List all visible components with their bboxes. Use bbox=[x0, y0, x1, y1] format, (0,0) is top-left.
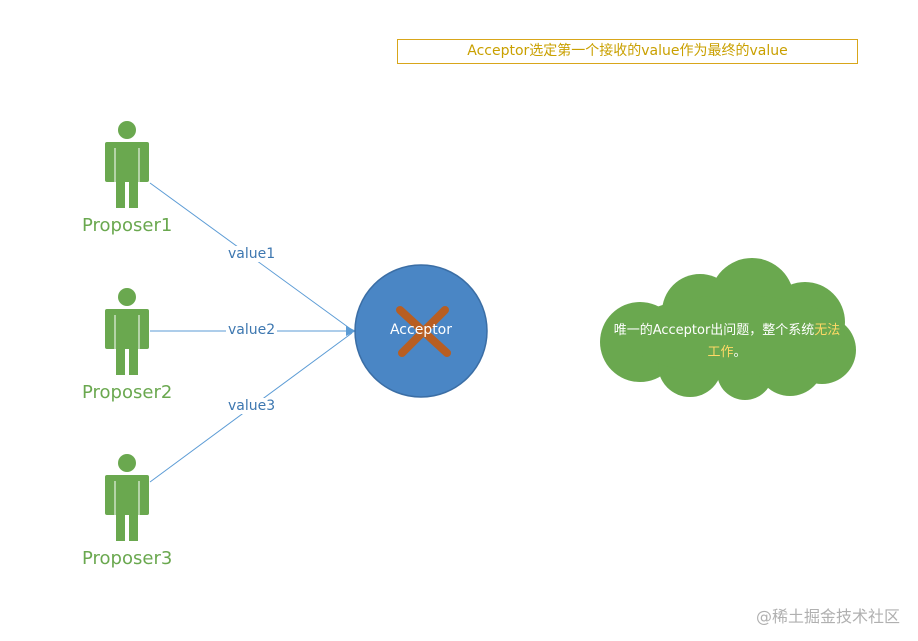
value3-label: value3 bbox=[226, 398, 278, 414]
person-icon bbox=[105, 121, 149, 208]
acceptor-label: Acceptor bbox=[389, 322, 453, 338]
person-icon bbox=[105, 288, 149, 375]
person-icon bbox=[105, 454, 149, 541]
proposer1-label: Proposer1 bbox=[82, 215, 173, 236]
cloud-shape bbox=[600, 258, 856, 400]
arrowhead bbox=[346, 326, 356, 336]
proposer3-label: Proposer3 bbox=[82, 548, 173, 569]
cross-icon bbox=[396, 306, 451, 357]
watermark: @稀土掘金技术社区 bbox=[755, 607, 900, 626]
value1-label: value1 bbox=[226, 246, 278, 262]
cloud-text-suffix: 。 bbox=[733, 345, 747, 360]
value2-label: value2 bbox=[226, 322, 278, 338]
title-box: Acceptor选定第一个接收的value作为最终的value bbox=[397, 39, 858, 64]
proposer2-label: Proposer2 bbox=[82, 382, 173, 403]
cloud-message: 唯一的Acceptor出问题，整个系统无法工作。 bbox=[612, 320, 842, 364]
cloud-text-prefix: 唯一的Acceptor出问题，整个系统 bbox=[613, 323, 815, 338]
cloud-text-highlight: 无法工作 bbox=[707, 323, 841, 360]
